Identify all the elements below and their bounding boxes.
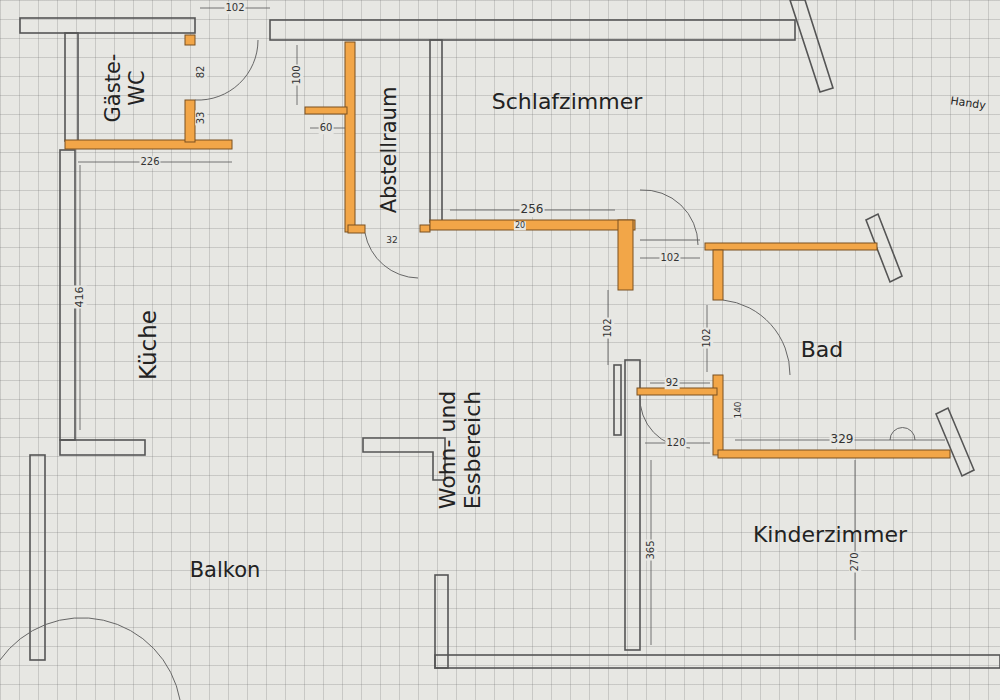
dimension-value: 60 <box>319 122 334 134</box>
room-name: Abstellraum <box>377 87 401 214</box>
dimension-value: 329 <box>830 433 855 447</box>
room-name: Schlafzimmer <box>492 89 642 114</box>
dimension-value: 82 <box>195 65 207 80</box>
dimension-value: 226 <box>139 156 160 168</box>
room-name: Kinderzimmer <box>753 522 907 547</box>
dimension-value: 92 <box>665 377 680 389</box>
dimension-lines <box>78 8 945 645</box>
dimension-value: 256 <box>520 203 545 217</box>
dimension-value: 102 <box>224 2 245 14</box>
room-name: Balkon <box>190 558 261 582</box>
note-text: Handy <box>950 95 987 112</box>
dimension-value: 140 <box>733 400 743 419</box>
dimension-value: 416 <box>74 286 87 309</box>
door-swings <box>0 40 915 700</box>
room-name: Bad <box>801 337 844 362</box>
dimension-value: 270 <box>849 551 861 572</box>
dimension-value: 102 <box>659 252 680 264</box>
room-name: Küche <box>135 310 161 380</box>
room-name: Gäste- WC <box>101 54 149 123</box>
dimension-value: 32 <box>385 235 398 245</box>
dimension-value: 102 <box>602 317 614 338</box>
dimension-value: 102 <box>701 327 713 348</box>
dimension-value: 100 <box>291 64 303 85</box>
dimension-value: 365 <box>645 539 657 560</box>
room-name: Wohn- und Essbereich <box>435 363 486 538</box>
new-walls <box>65 35 950 458</box>
dimension-value: 20 <box>514 221 526 230</box>
existing-walls <box>20 0 1000 668</box>
dimension-value: 120 <box>665 437 686 449</box>
dimension-value: 33 <box>195 111 207 126</box>
